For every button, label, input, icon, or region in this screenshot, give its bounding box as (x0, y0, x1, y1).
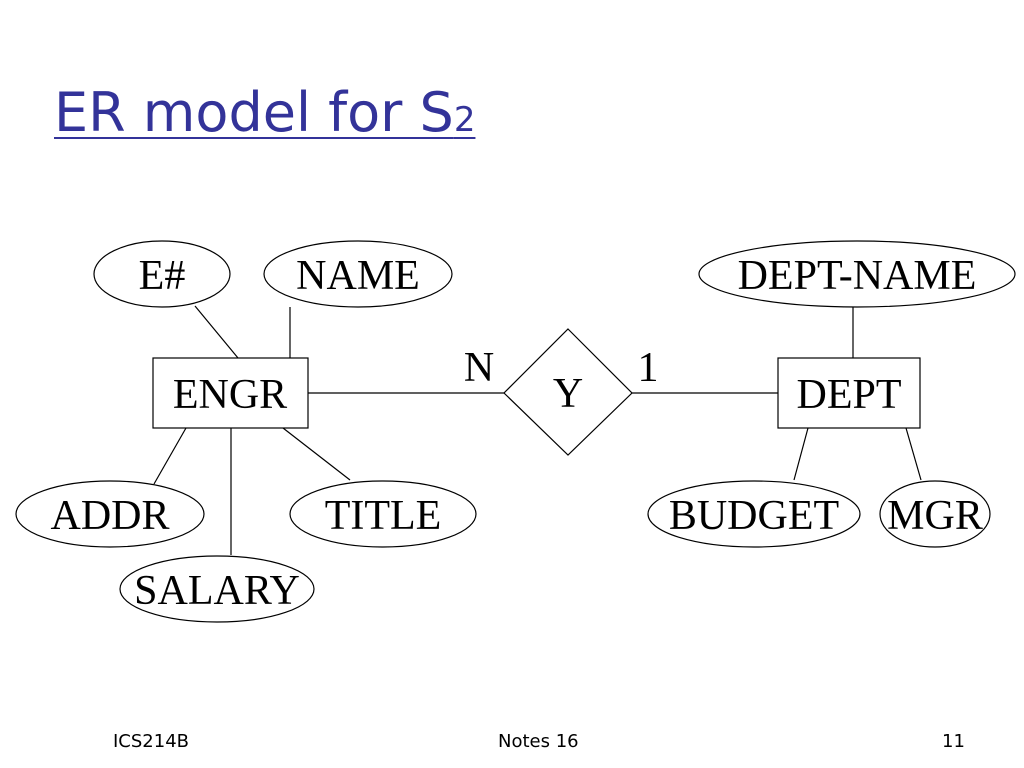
attribute-title-label: TITLE (325, 493, 442, 539)
entity-engr: ENGR (152, 357, 309, 429)
footer-notes: Notes 16 (498, 731, 579, 752)
edge-enum-engr (194, 305, 239, 359)
attribute-dept-name: DEPT-NAME (698, 240, 1016, 308)
attribute-salary-ellipse (119, 555, 315, 623)
attribute-name-ellipse (263, 240, 453, 308)
attribute-mgr: MGR (879, 480, 991, 548)
attribute-budget: BUDGET (647, 480, 861, 548)
attribute-e-num-label: E# (139, 253, 186, 299)
attribute-e-num: E# (93, 240, 231, 308)
footer-course: ICS214B (113, 731, 190, 752)
attribute-name: NAME (263, 240, 453, 308)
attribute-salary: SALARY (119, 555, 315, 623)
edge-dept-budget (793, 427, 809, 481)
entity-engr-box (152, 357, 309, 429)
relationship-y: Y (503, 328, 633, 456)
slide-title-subscript: 2 (453, 100, 476, 140)
er-edges (153, 305, 922, 555)
edge-engr-title (282, 427, 351, 481)
attribute-dept-name-ellipse (698, 240, 1016, 308)
attribute-salary-label: SALARY (134, 568, 300, 614)
attribute-mgr-ellipse (879, 480, 991, 548)
attribute-addr-label: ADDR (50, 493, 169, 539)
attribute-title-ellipse (289, 480, 477, 548)
attribute-title: TITLE (289, 480, 477, 548)
relationship-diamond (503, 328, 633, 456)
entity-engr-label: ENGR (173, 372, 287, 418)
slide-title-text: ER model for S (54, 81, 454, 144)
edge-dept-mgr (905, 427, 922, 481)
attribute-budget-ellipse (647, 480, 861, 548)
attribute-mgr-label: MGR (887, 493, 983, 539)
cardinality-1: 1 (638, 345, 659, 391)
edge-engr-addr (153, 427, 187, 485)
entity-dept-label: DEPT (797, 372, 902, 418)
cardinality-n: N (464, 345, 494, 391)
relationship-label: Y (553, 371, 583, 417)
attribute-e-num-ellipse (93, 240, 231, 308)
attribute-addr-ellipse (15, 480, 205, 548)
slide-title: ER model for S2 (54, 78, 475, 155)
attribute-budget-label: BUDGET (669, 493, 839, 539)
entity-dept-box (777, 357, 921, 429)
footer-page-number: 11 (942, 731, 965, 752)
entity-dept: DEPT (777, 357, 921, 429)
attribute-name-label: NAME (296, 253, 420, 299)
attribute-dept-name-label: DEPT-NAME (738, 253, 977, 299)
attribute-addr: ADDR (15, 480, 205, 548)
